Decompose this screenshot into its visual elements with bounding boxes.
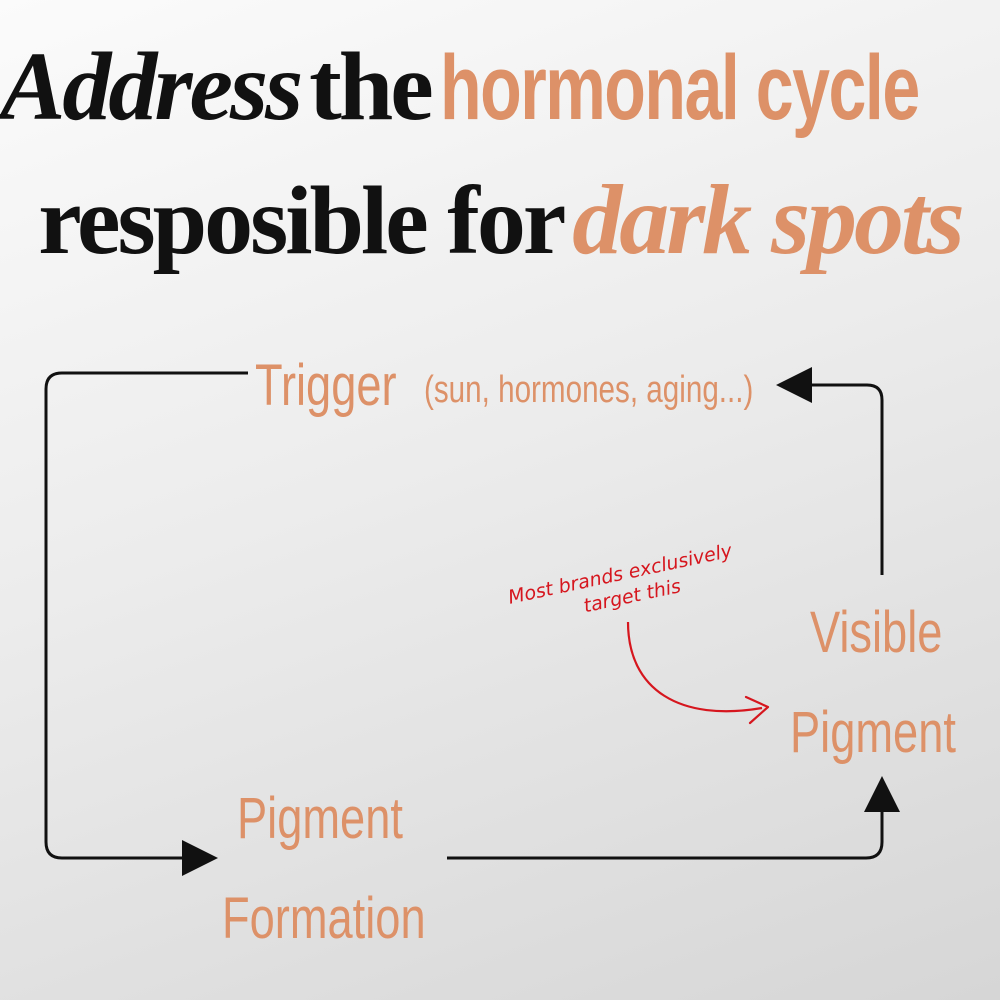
node-pigment-formation-line1: Pigment [237,787,403,852]
headline-word-the: the [309,33,434,141]
arrowhead-up-icon [864,776,900,812]
connector-visible-to-trigger [808,383,884,575]
annotation-arrowhead-icon [744,695,770,725]
arrowhead-right-icon [182,840,218,876]
headline-accent-dark-spots: dark spots [572,164,965,275]
headline-text-responsible-for: resposible for [38,167,566,275]
annotation-curve-arrow [626,621,763,713]
node-visible-pigment-line1: Visible [810,601,942,666]
connector-formation-to-visible [447,808,884,860]
arrowhead-left-icon [776,367,812,403]
headline-accent-hormonal-cycle: hormonal cycle [439,37,920,139]
node-pigment-formation-line2: Formation [222,887,426,952]
node-visible-pigment-line2: Pigment [790,701,956,766]
headline-line-2: resposible for dark spots [0,170,1000,271]
node-trigger-detail: (sun, hormones, aging...) [424,369,753,411]
connector-trigger-to-formation [44,371,248,860]
headline-line-1: Address the hormonal cycle [0,38,1000,136]
node-trigger-label: Trigger [255,354,397,419]
headline-word-address: Address [0,33,303,141]
